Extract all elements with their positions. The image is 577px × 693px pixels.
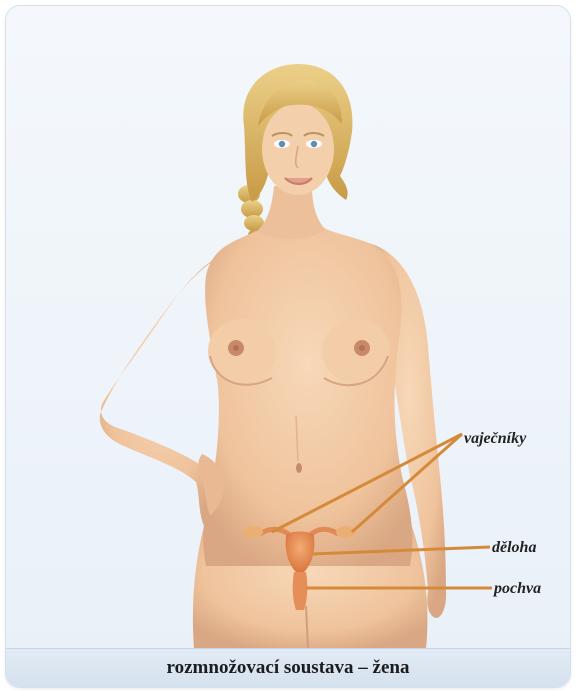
diagram-card: vaječníky děloha pochva rozmnožovací sou…: [6, 6, 570, 687]
label-uterus: děloha: [492, 539, 536, 557]
navel: [296, 463, 302, 473]
female-body-illustration: [6, 6, 570, 687]
label-ovaries: vaječníky: [464, 430, 526, 448]
head: [243, 64, 352, 202]
ovary-left: [243, 526, 263, 538]
caption-bar: rozmnožovací soustava – žena: [6, 648, 570, 687]
vagina-shape: [293, 572, 308, 610]
diagram-caption: rozmnožovací soustava – žena: [167, 657, 410, 679]
torso: [203, 228, 412, 566]
left-arm-on-hip: [100, 256, 220, 526]
label-vagina: pochva: [494, 580, 541, 598]
